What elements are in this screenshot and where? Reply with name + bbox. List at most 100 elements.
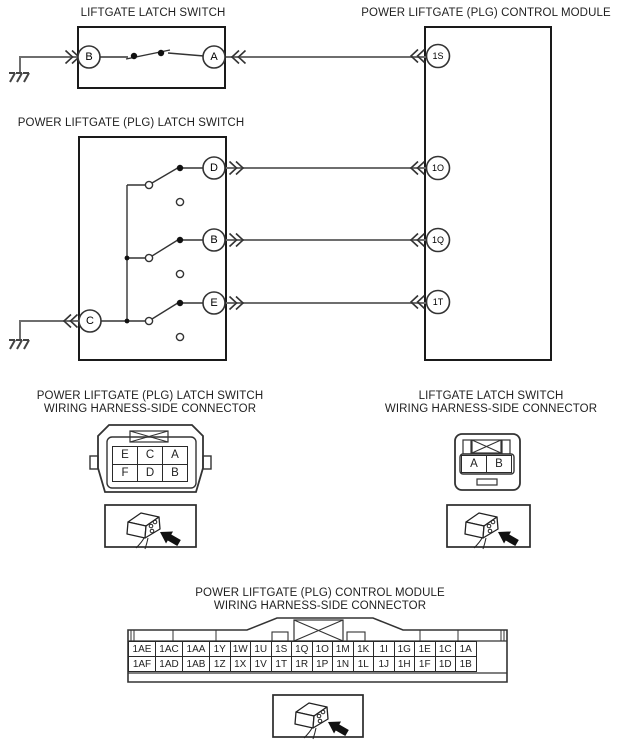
terminal-1t-module: 1T [425, 289, 451, 315]
connector-disconnect-icon [126, 512, 184, 550]
plg-control-module-pin-grid: 1AE 1AC 1AA 1Y 1W 1U 1S 1Q 1O 1M 1K 1I 1… [128, 641, 477, 672]
keying-tab [129, 430, 169, 443]
pin-cell: F [112, 463, 138, 482]
pin-cell: 1L [352, 656, 374, 672]
switch-blade [151, 300, 182, 320]
pin-cell: 1H [393, 656, 415, 672]
pin-cell: 1D [434, 656, 456, 672]
pin-cell: B [486, 455, 512, 473]
liftgate-latch-switch-title: LIFTGATE LATCH SWITCH [80, 7, 226, 19]
pin-cell: 1N [332, 656, 354, 672]
pin-cell: 1I [373, 641, 395, 657]
liftgate-latch-switch-connector-title-line1: LIFTGATE LATCH SWITCH [418, 390, 564, 402]
pin-cell: E [112, 446, 138, 465]
liftgate-latch-switch-connector-housing [454, 433, 521, 491]
pin-cell: 1E [414, 641, 436, 657]
plg-control-module-connector-title-line1: POWER LIFTGATE (PLG) CONTROL MODULE [195, 587, 445, 599]
liftgate-latch-switch-connector-title-line2: WIRING HARNESS-SIDE CONNECTOR [384, 403, 598, 415]
pin-cell: 1F [414, 656, 436, 672]
plg-latch-switch-pin-grid: E C A F D B [112, 446, 188, 482]
plg-control-module-box [424, 26, 552, 361]
terminal-label: C [86, 315, 94, 327]
terminal-label: 1Q [432, 235, 444, 245]
switch-blade [151, 165, 182, 184]
terminal-e-plg-switch: E [202, 291, 226, 315]
pin-row: 1AE 1AC 1AA 1Y 1W 1U 1S 1Q 1O 1M 1K 1I 1… [128, 641, 477, 657]
terminal-label: 1T [433, 297, 444, 307]
pin-cell: 1C [434, 641, 456, 657]
switch-blade [151, 237, 182, 257]
terminal-d-plg-switch: D [202, 156, 226, 180]
pin-cell: 1R [291, 656, 313, 672]
ground-icon [8, 72, 30, 83]
pin-cell: 1V [250, 656, 272, 672]
terminal-1o-module: 1O [425, 155, 451, 181]
pin-cell: 1K [352, 641, 374, 657]
connector-chevrons [63, 48, 426, 329]
terminals: B A D B E C 1S [77, 43, 451, 333]
pin-cell: 1A [455, 641, 477, 657]
icon-boxes [104, 504, 531, 738]
terminal-label: A [210, 51, 218, 63]
terminal-c-plg-switch: C [78, 309, 102, 333]
pin-cell: 1AA [182, 641, 210, 657]
terminal-b-liftgate: B [77, 45, 101, 69]
plg-latch-switch-connector-title-line1: POWER LIFTGATE (PLG) LATCH SWITCH [36, 390, 264, 402]
pin-cell: 1Y [209, 641, 231, 657]
pin-cell: 1AE [128, 641, 156, 657]
liftgate-switch-circuit [100, 49, 205, 60]
terminal-label: B [85, 51, 92, 63]
pin-cell: 1AC [155, 641, 183, 657]
pin-cell: 1X [229, 656, 251, 672]
plg-switch-circuit [101, 165, 204, 322]
switch-contact-dot [157, 49, 165, 57]
pin-cell: 1B [455, 656, 477, 672]
terminal-label: E [210, 297, 217, 309]
pin-cell: 1AF [128, 656, 156, 672]
pin-cell: 1S [270, 641, 292, 657]
pin-cell: 1M [332, 641, 354, 657]
pin-row: E C A [112, 446, 188, 465]
plg-latch-switch-box [78, 136, 227, 361]
plg-latch-switch-connector-housing [89, 424, 212, 493]
harness-wires [19, 56, 426, 340]
terminal-label: 1S [432, 51, 443, 61]
connector-disconnect-icon [464, 512, 522, 550]
pin-cell: D [137, 463, 163, 482]
pin-cell: 1W [229, 641, 251, 657]
switch-contact-dot [130, 52, 138, 60]
liftgate-latch-switch-pin-grid: A B [461, 455, 512, 473]
pin-cell: 1O [311, 641, 333, 657]
crossed-cavity-icon [293, 619, 344, 642]
plg-latch-switch-title: POWER LIFTGATE (PLG) LATCH SWITCH [17, 117, 245, 129]
switch-contact-dots [124, 164, 184, 324]
crossed-cavity-icon [129, 430, 169, 443]
pin-cell: 1J [373, 656, 395, 672]
pin-cell: C [137, 446, 163, 465]
terminal-label: 1O [432, 163, 444, 173]
terminal-a-liftgate: A [202, 45, 226, 69]
switch-open-contacts [144, 180, 185, 342]
wire-ground-to-c [19, 320, 79, 340]
pin-cell: 1Z [209, 656, 231, 672]
wire-ground-to-b [19, 56, 78, 73]
terminal-label: B [210, 234, 217, 246]
terminal-label: D [210, 162, 218, 174]
pin-row: F D B [112, 463, 188, 482]
plg-latch-switch-connector-title-line2: WIRING HARNESS-SIDE CONNECTOR [43, 403, 257, 415]
keying-tab [471, 439, 502, 454]
connector-disconnect-icon [294, 702, 352, 740]
pin-cell: 1T [270, 656, 292, 672]
pin-row: 1AF 1AD 1AB 1Z 1X 1V 1T 1R 1P 1N 1L 1J 1… [128, 656, 477, 672]
pin-cell: 1U [250, 641, 272, 657]
crossed-cavity-icon [471, 439, 502, 454]
pin-cell: A [162, 446, 188, 465]
plg-control-module-title: POWER LIFTGATE (PLG) CONTROL MODULE [361, 7, 611, 19]
terminal-1s-module: 1S [425, 43, 451, 69]
pin-cell: 1P [311, 656, 333, 672]
pin-row: A B [461, 455, 512, 473]
terminal-1q-module: 1Q [425, 227, 451, 253]
plg-control-module-connector-title-line2: WIRING HARNESS-SIDE CONNECTOR [213, 600, 427, 612]
